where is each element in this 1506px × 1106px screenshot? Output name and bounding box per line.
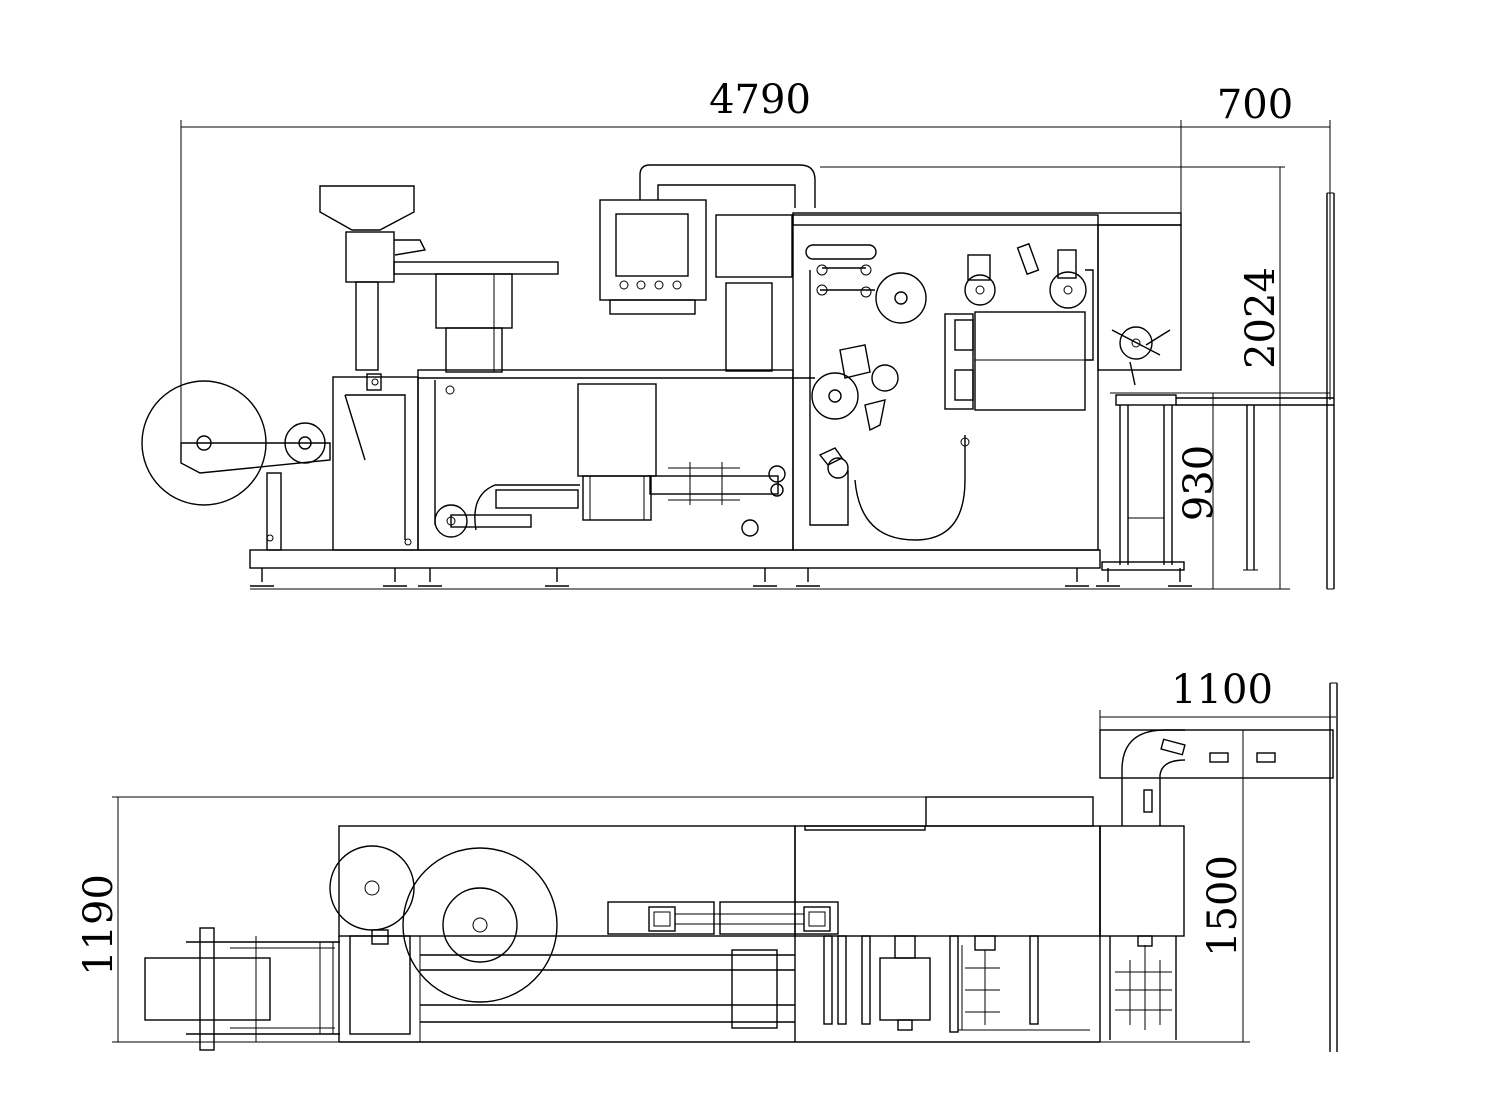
dimension-lines-elevation: [180, 120, 1335, 590]
dim-table-height: 930: [1176, 445, 1222, 521]
dim-conveyor-width: 1100: [1171, 667, 1273, 713]
dim-overall-length: 4790: [709, 77, 811, 123]
plan-view: [144, 729, 1334, 1051]
dim-overall-height: 2024: [1238, 267, 1284, 369]
dim-conveyor-depth: 1500: [1200, 855, 1246, 957]
dim-table-depth: 700: [1217, 82, 1293, 128]
dimension-lines-plan: [112, 682, 1338, 1052]
elevation-view: [141, 164, 1334, 590]
dim-plan-depth: 1190: [76, 874, 122, 976]
